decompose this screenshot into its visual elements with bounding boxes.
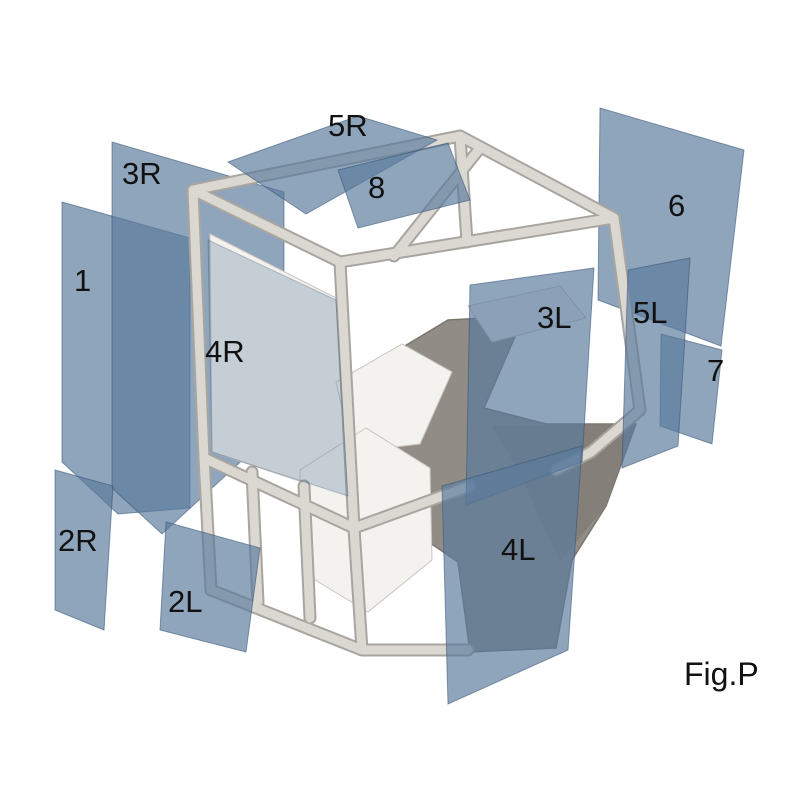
part-label-3R: 3R (122, 156, 162, 191)
part-label-4R: 4R (205, 334, 245, 369)
part-label-5R: 5R (328, 108, 368, 143)
part-label-5L: 5L (633, 295, 668, 330)
glass-panel-8 (337, 142, 471, 229)
glass-panel-4R (207, 239, 349, 497)
glass-panel-5L (621, 257, 691, 469)
part-label-4L: 4L (501, 532, 536, 567)
figure-caption: Fig.P (684, 656, 759, 692)
part-label-1: 1 (74, 263, 92, 298)
part-label-3L: 3L (537, 300, 572, 335)
glass-panel-2R (54, 469, 114, 631)
part-label-6: 6 (668, 188, 686, 223)
part-label-2L: 2L (168, 584, 203, 619)
part-label-8: 8 (368, 170, 386, 205)
glass-panel-2L (159, 521, 261, 653)
glass-panel-4L (441, 445, 583, 705)
part-label-7: 7 (707, 353, 725, 388)
glass-panel-3L (465, 267, 595, 506)
part-label-2R: 2R (58, 523, 98, 558)
glass-panel-5R (226, 115, 439, 215)
